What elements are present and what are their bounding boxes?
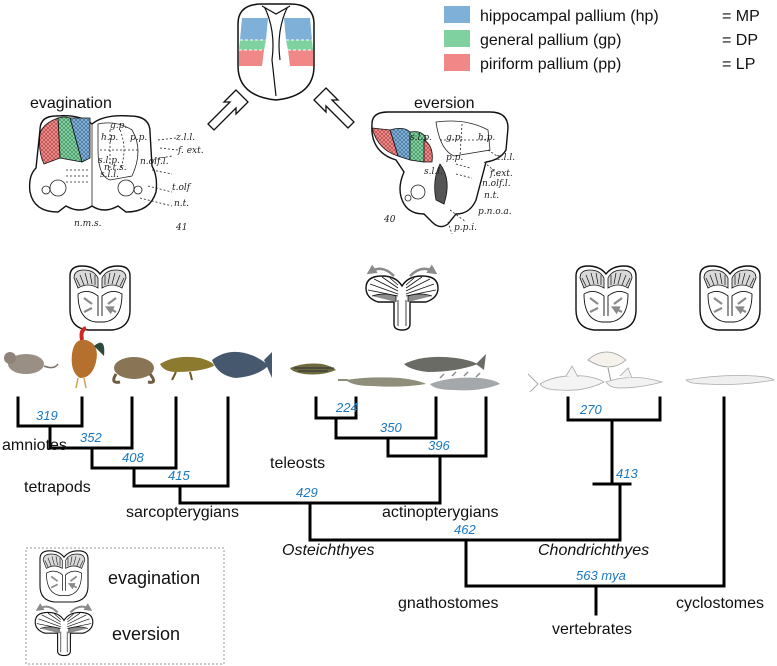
key-box: evagination eversion: [25, 547, 225, 665]
svg-text:p.p.i.: p.p.i.: [454, 223, 477, 233]
mouse-image: [4, 352, 59, 374]
legend-eq-hp: = MP: [722, 8, 760, 25]
svg-text:h.p.: h.p.: [478, 133, 495, 143]
eversion-brain-icon-actinopterygians: [366, 269, 438, 330]
lungfish-image: [160, 356, 214, 381]
bichir-image: [430, 371, 500, 391]
key-evagination-label: evagination: [108, 568, 200, 588]
legend-eq-pp: = LP: [722, 56, 755, 73]
node-age: 429: [296, 485, 318, 500]
svg-text:t.olf: t.olf: [172, 183, 192, 193]
node-age: 319: [36, 408, 58, 423]
svg-text:h.p.: h.p.: [101, 133, 118, 143]
arrow-to-evagination-icon: [207, 89, 249, 131]
legend-eq-gp: = DP: [722, 32, 758, 49]
eversion-section-drawing: [371, 111, 509, 235]
svg-text:n.t.: n.t.: [484, 191, 499, 201]
svg-text:f. ext.: f. ext.: [177, 146, 204, 156]
svg-text:s.l.p.: s.l.p.: [98, 156, 120, 166]
evagination-section-drawing: [28, 114, 179, 213]
node-age: 224: [335, 400, 358, 415]
svg-text:f.ext.: f.ext.: [489, 169, 513, 179]
svg-text:s.l.l.: s.l.l.: [424, 167, 443, 177]
svg-text:n.m.s.: n.m.s.: [74, 219, 102, 229]
node-age: 415: [168, 468, 190, 483]
shark-image: [527, 365, 605, 393]
evagination-brain-icon-sarcopterygians: [70, 266, 130, 330]
eversion-handwritten-labels: s.l.p. g.p. h.p. z.l.l. p.p. s.l.l. f.ex…: [383, 133, 515, 233]
clade-label-gnathostomes: gnathostomes: [398, 595, 499, 612]
svg-text:s.l.p.: s.l.p.: [410, 133, 432, 143]
svg-text:n.olf.l.: n.olf.l.: [482, 179, 511, 189]
svg-text:z.l.l.: z.l.l.: [175, 133, 195, 143]
clade-label-amniotes: amniotes: [2, 437, 67, 454]
clade-label-tetrapods: tetrapods: [24, 479, 91, 496]
evagination-brain-icon-chondrichthyes: [576, 266, 636, 330]
ray-image: [587, 351, 627, 387]
node-age: 396: [428, 438, 450, 453]
svg-text:p.p.: p.p.: [446, 153, 463, 163]
clade-label-actinopterygians: actinopterygians: [382, 504, 499, 521]
gar-image: [338, 377, 426, 387]
legend-label-gp: general pallium (gp): [480, 32, 621, 49]
key-evagination-icon: [40, 551, 88, 602]
clade-label-cyclostomes: cyclostomes: [676, 595, 764, 612]
legend-label-hp: hippocampal pallium (hp): [480, 8, 659, 25]
eversion-title: eversion: [414, 95, 474, 112]
clade-label-sarcopterygians: sarcopterygians: [126, 504, 239, 521]
node-age: 408: [122, 450, 144, 465]
node-age: 462: [454, 522, 476, 537]
coelacanth-image: [212, 351, 272, 378]
divergence-times: 319 352 408 415 429 224 350 396 270 413 …: [36, 400, 638, 583]
animal-images: [4, 326, 775, 393]
svg-text:n.t.s.: n.t.s.: [104, 163, 127, 173]
evagination-handwritten-labels: h.p. g.p. p.p. z.l.l. f. ext. s.l.p. n.o…: [74, 121, 204, 233]
key-eversion-label: eversion: [112, 624, 180, 644]
phylogenetic-tree: [16, 396, 726, 616]
svg-text:p.p.: p.p.: [130, 133, 147, 143]
rooster-image: [71, 326, 105, 389]
lamprey-image: [685, 375, 775, 385]
legend-swatch-pp: [444, 54, 470, 71]
clade-labels: amniotes tetrapods sarcopterygians teleo…: [2, 437, 764, 638]
frog-image: [112, 357, 155, 384]
svg-text:n.t.: n.t.: [174, 199, 189, 209]
svg-text:n.olf.l.: n.olf.l.: [140, 157, 169, 167]
svg-text:p.n.o.a.: p.n.o.a.: [478, 207, 512, 217]
node-age: 350: [380, 420, 402, 435]
node-age: 270: [579, 402, 602, 417]
svg-text:s.l.l.: s.l.l.: [100, 170, 119, 180]
evagination-figure-number: 41: [175, 223, 187, 233]
top-brain-schematic: [237, 3, 315, 101]
clade-label-osteichthyes: Osteichthyes: [282, 542, 374, 559]
clade-label-chondrichthyes: Chondrichthyes: [538, 542, 649, 559]
node-age: 563 mya: [576, 568, 626, 583]
node-age: 413: [616, 466, 638, 481]
svg-text:z.l.l.: z.l.l.: [495, 153, 515, 163]
evagination-brain-icon-cyclostomes: [700, 266, 760, 330]
legend-label-pp: piriform pallium (pp): [480, 56, 621, 73]
node-age: 352: [80, 430, 102, 445]
clade-label-vertebrates: vertebrates: [552, 621, 632, 638]
svg-text:g.p.: g.p.: [446, 133, 463, 143]
arrow-to-eversion-icon: [313, 87, 355, 129]
eversion-figure-number: 40: [383, 215, 396, 225]
clade-label-teleosts: teleosts: [270, 455, 325, 472]
chimaera-image: [605, 367, 664, 389]
svg-text:g.p.: g.p.: [110, 121, 127, 131]
sturgeon-image: [404, 354, 486, 372]
zebrafish-image: [290, 363, 336, 375]
legend-swatch-hp: [444, 6, 470, 23]
legend: hippocampal pallium (hp) = MP general pa…: [444, 6, 760, 73]
evagination-title: evagination: [30, 95, 112, 112]
legend-swatch-gp: [444, 30, 470, 47]
